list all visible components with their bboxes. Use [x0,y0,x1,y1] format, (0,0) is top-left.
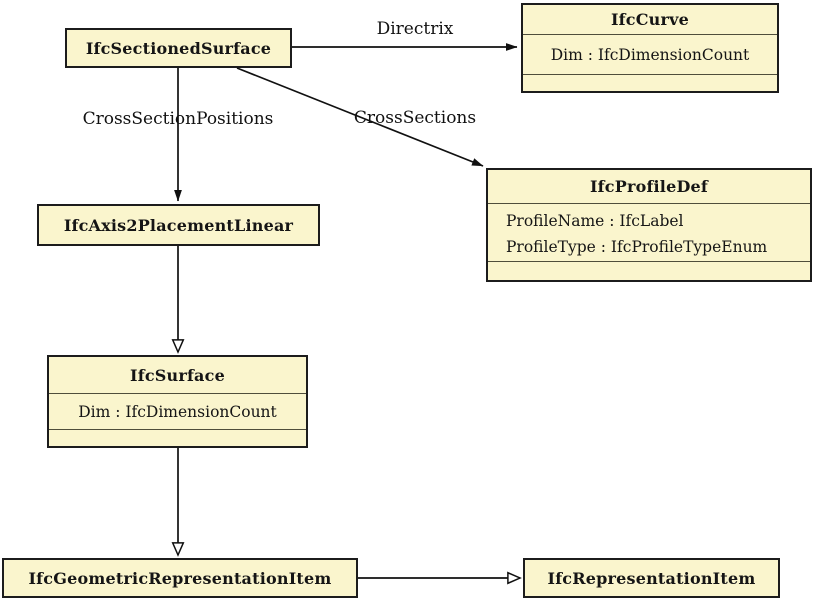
class-title: IfcAxis2PlacementLinear [63,215,294,235]
class-attribute: ProfileName : IfcLabel [506,212,684,230]
class-box-ifcsurface: IfcSurface Dim : IfcDimensionCount [47,355,308,448]
class-attribute: Dim : IfcDimensionCount [49,393,306,429]
class-title: IfcSurface [130,365,225,385]
class-empty-compartment [523,74,777,91]
class-box-ifcrepresentationitem: IfcRepresentationItem [523,558,780,598]
class-box-ifcprofiledef: IfcProfileDef ProfileName : IfcLabel Pro… [486,168,812,282]
class-box-ifcaxis2placementlinear: IfcAxis2PlacementLinear [37,204,320,246]
class-box-ifcgeometricrepresentationitem: IfcGeometricRepresentationItem [2,558,358,598]
class-title: IfcCurve [611,10,689,29]
edge-label-crosssectionpositions: CrossSectionPositions [82,109,274,129]
edge-label-directrix: Directrix [376,19,454,39]
class-attributes: ProfileName : IfcLabel ProfileType : Ifc… [488,203,810,261]
edge-label-crosssections: CrossSections [353,108,477,128]
class-empty-compartment [488,261,810,280]
class-title: IfcRepresentationItem [547,568,756,588]
class-attribute: ProfileType : IfcProfileTypeEnum [506,238,768,256]
class-box-ifcsectionedsurface: IfcSectionedSurface [65,28,292,68]
class-box-ifccurve: IfcCurve Dim : IfcDimensionCount [521,3,779,93]
class-title: IfcGeometricRepresentationItem [28,568,332,588]
class-title: IfcSectionedSurface [85,38,272,58]
class-attribute: Dim : IfcDimensionCount [523,34,777,74]
class-empty-compartment [49,429,306,446]
class-title: IfcProfileDef [590,177,708,196]
